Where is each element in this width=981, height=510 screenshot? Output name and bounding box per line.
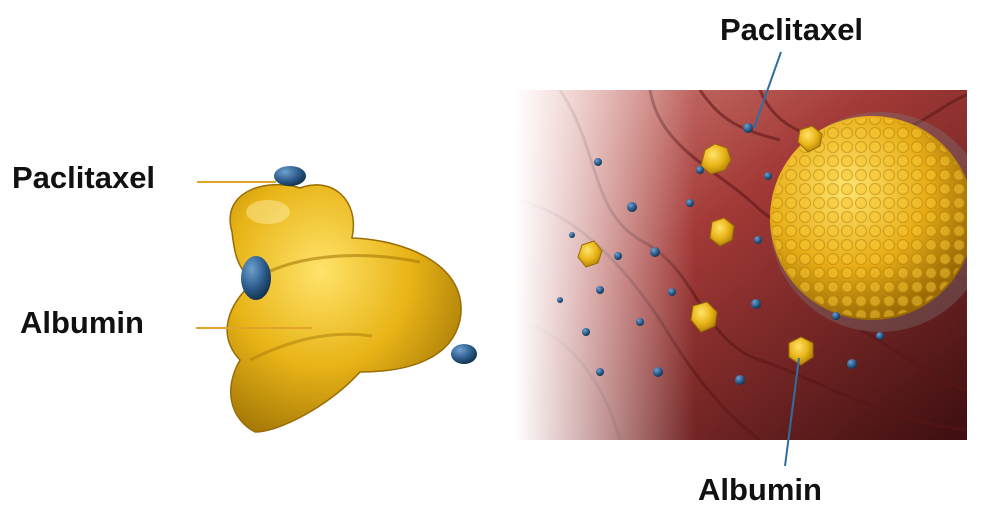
tissue-scene [515, 90, 981, 440]
albumin-label-left: Albumin [20, 307, 144, 338]
paclitaxel-label-left: Paclitaxel [12, 162, 155, 193]
albumin-molecule-3d [227, 185, 461, 432]
paclitaxel-label-right: Paclitaxel [720, 14, 863, 45]
albumin-label-right: Albumin [698, 474, 822, 505]
